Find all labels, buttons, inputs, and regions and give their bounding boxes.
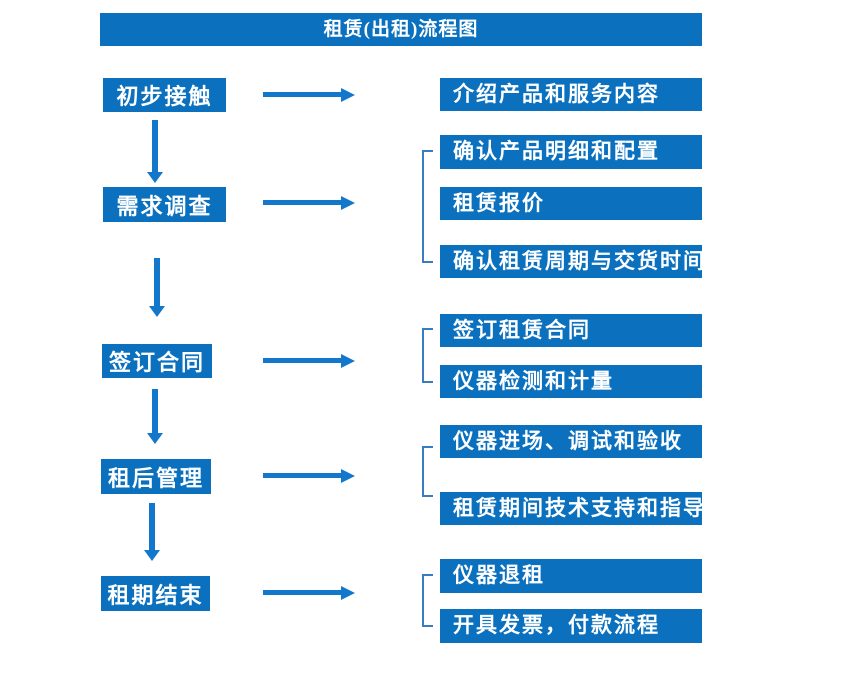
flow-arrow-right-2 xyxy=(263,196,355,210)
flow-arrow-down-1 xyxy=(147,120,163,183)
output-box-instrument-return: 仪器退租 xyxy=(440,559,702,593)
step-box-post-rental-mgmt: 租后管理 xyxy=(101,459,211,494)
step-box-demand-survey: 需求调查 xyxy=(103,187,226,222)
arrow-shaft xyxy=(263,590,342,595)
output-box-rental-quote: 租赁报价 xyxy=(440,187,702,220)
output-box-instrument-testing: 仪器检测和计量 xyxy=(440,365,702,398)
arrow-shaft xyxy=(152,120,158,173)
output-box-introduce-products: 介绍产品和服务内容 xyxy=(440,78,702,111)
flow-arrow-down-3 xyxy=(147,389,163,444)
group-bracket-lease-end xyxy=(422,574,433,627)
group-bracket-post-rental-mgmt xyxy=(422,446,433,497)
arrow-head-icon xyxy=(149,306,165,317)
output-box-tech-support: 租赁期间技术支持和指导 xyxy=(440,492,704,525)
group-bracket-demand-survey xyxy=(422,150,433,263)
flow-arrow-right-1 xyxy=(263,88,355,102)
step-box-lease-end: 租期结束 xyxy=(101,576,210,611)
group-bracket-sign-contract xyxy=(422,328,433,383)
arrow-head-icon xyxy=(341,586,355,600)
flow-arrow-right-5 xyxy=(263,586,355,600)
flow-arrow-right-3 xyxy=(263,354,355,368)
step-box-initial-contact: 初步接触 xyxy=(103,78,226,112)
arrow-shaft xyxy=(263,200,342,205)
arrow-shaft xyxy=(149,503,155,551)
arrow-head-icon xyxy=(147,172,163,183)
arrow-shaft xyxy=(263,473,342,478)
arrow-shaft xyxy=(263,92,342,97)
arrow-head-icon xyxy=(341,88,355,102)
flow-arrow-right-4 xyxy=(263,469,355,483)
arrow-shaft xyxy=(263,358,342,363)
flowchart-title: 租赁(出租)流程图 xyxy=(100,13,702,46)
output-box-confirm-details: 确认产品明细和配置 xyxy=(440,135,702,169)
output-box-instrument-setup: 仪器进场、调试和验收 xyxy=(440,425,702,458)
flow-arrow-down-2 xyxy=(149,258,165,317)
step-box-sign-contract: 签订合同 xyxy=(102,344,212,378)
arrow-head-icon xyxy=(144,550,160,561)
arrow-head-icon xyxy=(341,469,355,483)
arrow-head-icon xyxy=(147,433,163,444)
arrow-shaft xyxy=(152,389,158,434)
flow-arrow-down-4 xyxy=(144,503,160,561)
output-box-confirm-period: 确认租赁周期与交货时间 xyxy=(440,245,704,278)
arrow-head-icon xyxy=(341,196,355,210)
output-box-sign-rental-contract: 签订租赁合同 xyxy=(440,314,702,347)
output-box-invoice-payment: 开具发票，付款流程 xyxy=(440,609,702,643)
arrow-shaft xyxy=(154,258,160,307)
arrow-head-icon xyxy=(341,354,355,368)
